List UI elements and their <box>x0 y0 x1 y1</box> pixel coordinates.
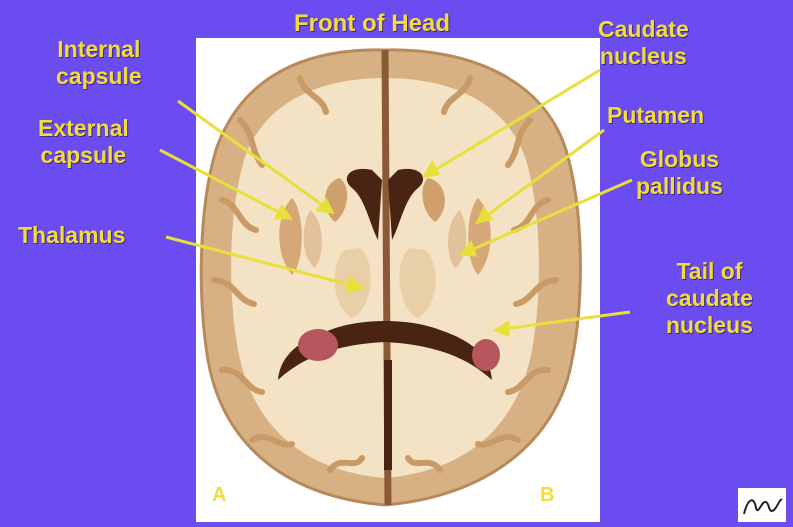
signature-logo <box>738 488 786 522</box>
corner-letter-b: B <box>540 484 554 507</box>
label-line: nucleus <box>666 312 753 339</box>
label-line: nucleus <box>598 43 689 70</box>
label-external-capsule: External capsule <box>38 115 129 169</box>
label-line: Globus <box>636 146 723 173</box>
label-tail-of-caudate-nucleus: Tail of caudate nucleus <box>666 258 753 339</box>
label-line: pallidus <box>636 173 723 200</box>
label-internal-capsule: Internal capsule <box>56 36 142 90</box>
corner-letter-a: A <box>212 484 226 507</box>
choroid-plexus-left <box>298 329 338 361</box>
label-thalamus: Thalamus <box>18 222 125 249</box>
label-caudate-nucleus: Caudate nucleus <box>598 16 689 70</box>
label-putamen: Putamen <box>607 102 704 129</box>
choroid-plexus-right <box>472 339 500 371</box>
label-line: capsule <box>56 63 142 90</box>
label-line: External <box>38 115 129 142</box>
slide-title: Front of Head <box>294 10 450 37</box>
label-line: Internal <box>56 36 142 63</box>
label-line: caudate <box>666 285 753 312</box>
label-globus-pallidus: Globus pallidus <box>636 146 723 200</box>
label-line: capsule <box>38 142 129 169</box>
label-line: Caudate <box>598 16 689 43</box>
label-line: Tail of <box>666 258 753 285</box>
